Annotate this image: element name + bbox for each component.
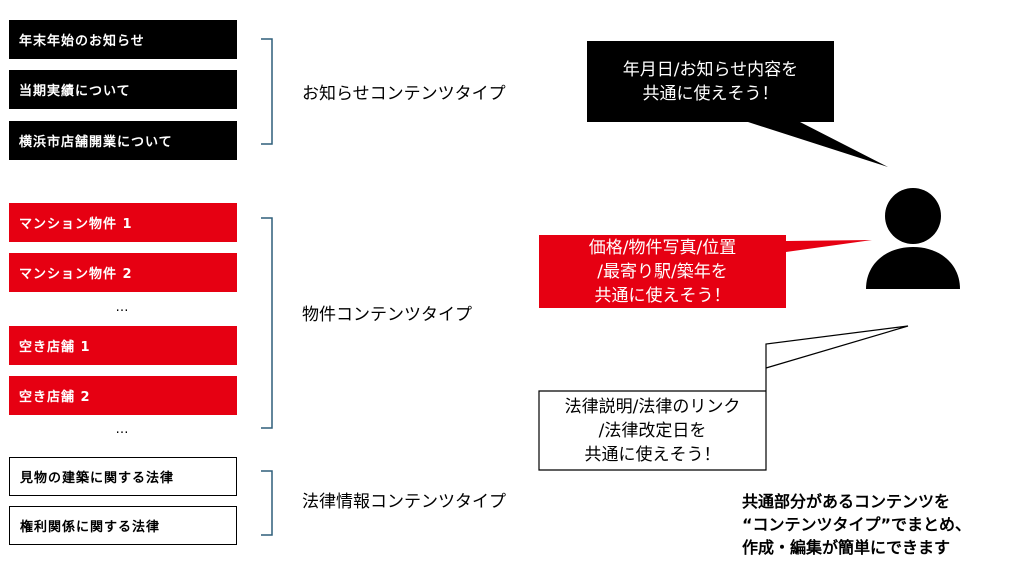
person-silhouette-icon xyxy=(866,188,960,289)
law-item-2: 権利関係に関する法律 xyxy=(9,506,237,545)
news-item-3: 横浜市店舗開業について xyxy=(9,121,237,160)
property-item-2: マンション物件 2 xyxy=(9,253,237,292)
property-bracket xyxy=(261,217,273,429)
property-item-3: 空き店舗 1 xyxy=(9,326,237,365)
news-item-1: 年末年始のお知らせ xyxy=(9,20,237,59)
property-item-4: 空き店舗 2 xyxy=(9,376,237,415)
summary-text: 共通部分があるコンテンツを “コンテンツタイプ”でまとめ、 作成・編集が簡単にで… xyxy=(742,492,972,557)
news-bracket xyxy=(261,38,273,145)
law-item-1: 見物の建築に関する法律 xyxy=(9,457,237,496)
law-speech-bubble xyxy=(538,325,909,471)
news-bubble-text: 年月日/お知らせ内容を 共通に使えそう！ xyxy=(622,59,799,104)
property-item-1: マンション物件 1 xyxy=(9,203,237,242)
law-bubble-text: 法律説明/法律のリンク /法律改定日を 共通に使えそう！ xyxy=(564,396,741,465)
news-speech-bubble xyxy=(587,41,888,167)
property-speech-bubble xyxy=(539,235,872,308)
property-ellipsis-1: … xyxy=(115,300,131,315)
property-ellipsis-2: … xyxy=(115,422,131,437)
news-item-2: 当期実績について xyxy=(9,70,237,109)
news-content-type-label: お知らせコンテンツタイプ xyxy=(302,84,506,104)
law-bracket xyxy=(261,470,273,536)
property-bubble-text: 価格/物件写真/位置 /最寄り駅/築年を 共通に使えそう！ xyxy=(588,237,737,306)
property-content-type-label: 物件コンテンツタイプ xyxy=(302,305,472,325)
law-content-type-label: 法律情報コンテンツタイプ xyxy=(302,492,506,512)
